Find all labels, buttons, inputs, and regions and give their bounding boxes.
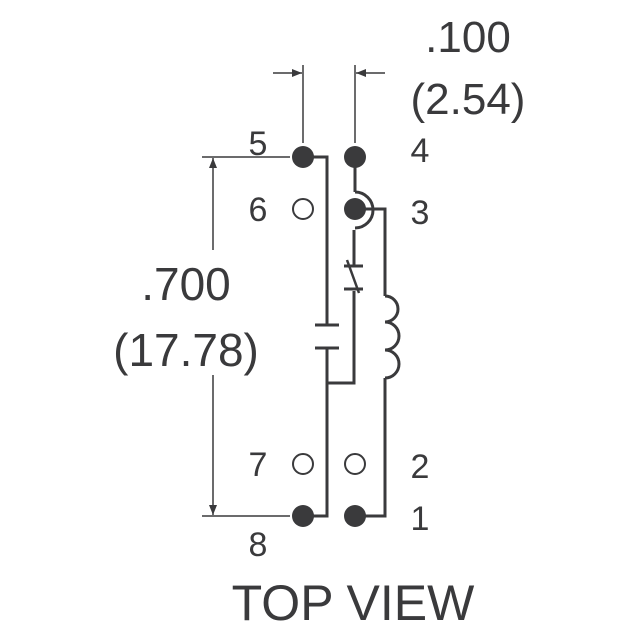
pin-6-label: 6 [249, 191, 268, 229]
coil-inductor [384, 294, 401, 380]
pin-8-label: 8 [249, 526, 268, 564]
span-inches-label: .700 [141, 258, 231, 310]
pin-1-filled-icon [344, 505, 366, 527]
span-dimension: .700 (17.78) [113, 156, 290, 517]
view-title: TOP VIEW [232, 575, 475, 631]
pin-5-filled-icon [292, 146, 314, 168]
pin-8-filled-icon [292, 505, 314, 527]
pin-3-label: 3 [411, 194, 430, 232]
pitch-dimension: .100 (2.54) [273, 13, 525, 143]
pins [292, 146, 366, 527]
span-mm-label: (17.78) [113, 324, 259, 376]
pin-5-label: 5 [249, 125, 268, 163]
pin-labels: 5 4 6 3 7 2 8 1 [249, 125, 430, 564]
pin-3-filled-icon [344, 198, 366, 220]
wire-pin5 [303, 155, 329, 325]
pitch-mm-label: (2.54) [411, 75, 526, 124]
pin-2-label: 2 [411, 448, 430, 486]
pin-1-label: 1 [411, 500, 430, 538]
pin-7-label: 7 [249, 446, 268, 484]
schematic-wiring [303, 155, 401, 518]
pin-4-filled-icon [344, 146, 366, 168]
pin-7-open-icon [292, 453, 314, 475]
switch-blade [345, 259, 361, 294]
pin-6-open-icon [292, 198, 314, 220]
pitch-inches-label: .100 [425, 13, 511, 62]
wire-switch-return [327, 291, 356, 385]
wire-pin8 [303, 348, 329, 518]
wire-pin1 [355, 378, 387, 518]
pin-4-label: 4 [411, 132, 430, 170]
pin-2-open-icon [344, 453, 366, 475]
